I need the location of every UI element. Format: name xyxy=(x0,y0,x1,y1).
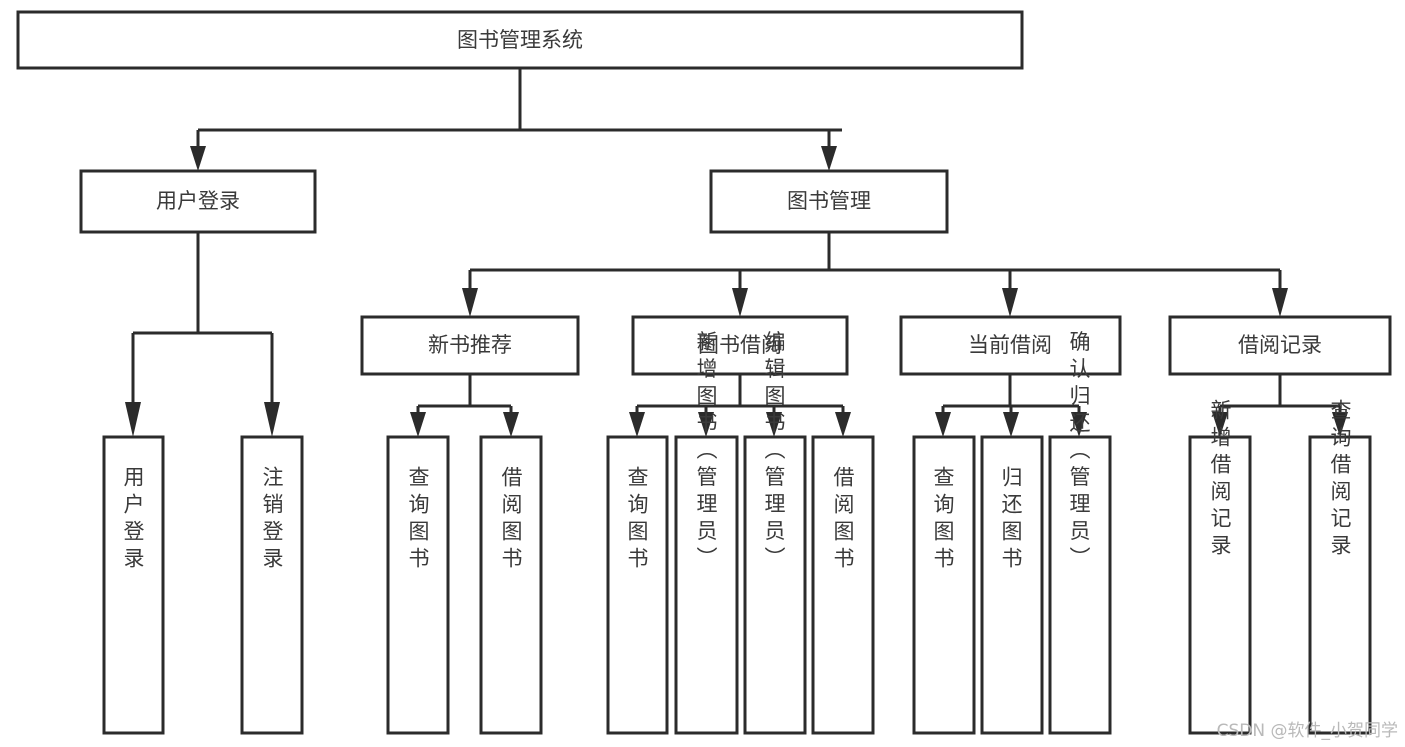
node-new-book-recommend-box[interactable] xyxy=(360,315,580,376)
node-leaf-add-borrow-record-label: 新增借阅记录 xyxy=(1208,399,1232,561)
node-leaf-query-book-3[interactable]: 查询图书 xyxy=(912,435,976,735)
arrow-head-leaf-borrow-book-2 xyxy=(835,412,851,437)
node-leaf-return-book-label: 归还图书 xyxy=(999,466,1023,574)
arrow-head-leaf-query-book-3 xyxy=(935,412,951,437)
node-leaf-query-book-1[interactable]: 查询图书 xyxy=(386,435,450,735)
arrow-head-book-management xyxy=(821,146,837,171)
node-leaf-user-login[interactable]: 用户登录 xyxy=(102,435,165,735)
node-leaf-borrow-book-1[interactable]: 借阅图书 xyxy=(479,435,543,735)
connector-layer xyxy=(125,68,1348,437)
node-leaf-query-book-1-box[interactable] xyxy=(386,435,450,735)
node-leaf-query-book-3-box[interactable] xyxy=(912,435,976,735)
watermark-label: CSDN @软件_小贺同学 xyxy=(1217,721,1398,741)
node-leaf-confirm-return-box[interactable] xyxy=(1048,435,1112,735)
node-new-book-recommend[interactable]: 新书推荐 xyxy=(360,315,580,376)
arrow-head-leaf-return-book xyxy=(1003,412,1019,437)
node-leaf-add-borrow-record-box[interactable] xyxy=(1188,435,1252,735)
node-root[interactable]: 图书管理系统 xyxy=(16,10,1024,70)
arrow-head-leaf-query-book-1 xyxy=(410,412,426,437)
node-leaf-borrow-book-2-label: 借阅图书 xyxy=(831,466,855,574)
arrow-head-leaf-edit-book xyxy=(766,412,782,437)
arrow-head-new-book-recommend xyxy=(462,288,478,317)
node-leaf-logout-login-box[interactable] xyxy=(240,435,304,735)
node-root-box[interactable] xyxy=(16,10,1024,70)
node-leaf-query-book-2-box[interactable] xyxy=(606,435,669,735)
node-leaf-user-login-label: 用户登录 xyxy=(121,466,145,574)
node-borrow-record-box[interactable] xyxy=(1168,315,1392,376)
node-leaf-edit-book-box[interactable] xyxy=(743,435,807,735)
node-book-management-box[interactable] xyxy=(709,169,949,234)
node-borrow-record[interactable]: 借阅记录 xyxy=(1168,315,1392,376)
node-user-login-box[interactable] xyxy=(79,169,317,234)
node-leaf-query-borrow-record-box[interactable] xyxy=(1308,435,1372,735)
node-leaf-add-book[interactable]: 新增图书（管理员） xyxy=(674,331,739,735)
node-root-label: 图书管理系统 xyxy=(457,28,583,52)
arrow-head-leaf-query-book-2 xyxy=(629,412,645,437)
node-leaf-add-book-label: 新增图书（管理员） xyxy=(694,331,718,574)
arrow-head-leaf-add-borrow-record xyxy=(1212,412,1228,437)
node-user-login[interactable]: 用户登录 xyxy=(79,169,317,234)
node-leaf-add-borrow-record[interactable]: 新增借阅记录 xyxy=(1188,399,1252,735)
node-leaf-edit-book-label: 编辑图书（管理员） xyxy=(762,331,786,574)
arrow-head-leaf-add-book xyxy=(698,412,714,437)
node-leaf-confirm-return[interactable]: 确认归还（管理员） xyxy=(1048,331,1112,735)
node-leaf-logout-login[interactable]: 注销登录 xyxy=(240,435,304,735)
node-leaf-add-book-box[interactable] xyxy=(674,435,739,735)
node-leaf-query-book-2-label: 查询图书 xyxy=(625,466,649,574)
arrow-head-borrow-record xyxy=(1272,288,1288,317)
node-leaf-query-borrow-record-label: 查询借阅记录 xyxy=(1328,399,1352,561)
node-borrow-record-label: 借阅记录 xyxy=(1238,333,1322,357)
node-leaf-borrow-book-1-box[interactable] xyxy=(479,435,543,735)
arrow-head-leaf-query-borrow-record xyxy=(1332,412,1348,437)
arrow-head-current-borrow xyxy=(1002,288,1018,317)
node-leaf-query-borrow-record[interactable]: 查询借阅记录 xyxy=(1308,399,1372,735)
arrow-head-user-login xyxy=(190,146,206,171)
node-new-book-recommend-label: 新书推荐 xyxy=(428,333,512,357)
node-user-login-label: 用户登录 xyxy=(156,189,240,213)
node-leaf-logout-login-label: 注销登录 xyxy=(260,466,284,574)
arrow-head-book-borrow xyxy=(732,288,748,317)
arrow-head-leaf-confirm-return xyxy=(1071,412,1087,437)
node-current-borrow-box[interactable] xyxy=(899,315,1122,376)
node-leaf-return-book[interactable]: 归还图书 xyxy=(980,435,1044,735)
node-leaf-query-book-3-label: 查询图书 xyxy=(931,466,955,574)
node-book-borrow-box[interactable] xyxy=(631,315,849,376)
node-book-management-label: 图书管理 xyxy=(787,189,871,213)
node-current-borrow-label: 当前借阅 xyxy=(968,333,1052,357)
arrow-head-leaf-logout-login xyxy=(264,402,280,437)
node-leaf-query-book-1-label: 查询图书 xyxy=(406,466,430,574)
node-leaf-return-book-box[interactable] xyxy=(980,435,1044,735)
node-current-borrow[interactable]: 当前借阅 xyxy=(899,315,1122,376)
node-leaf-edit-book[interactable]: 编辑图书（管理员） xyxy=(743,331,807,735)
node-leaf-confirm-return-label: 确认归还（管理员） xyxy=(1067,331,1091,574)
node-book-borrow-label: 图书借阅 xyxy=(698,333,782,357)
node-leaf-query-book-2[interactable]: 查询图书 xyxy=(606,435,669,735)
node-leaf-user-login-box[interactable] xyxy=(102,435,165,735)
node-book-borrow[interactable]: 图书借阅 xyxy=(631,315,849,376)
node-leaf-borrow-book-2-box[interactable] xyxy=(811,435,875,735)
node-book-management[interactable]: 图书管理 xyxy=(709,169,949,234)
node-leaf-borrow-book-2[interactable]: 借阅图书 xyxy=(811,435,875,735)
arrow-head-leaf-borrow-book-1 xyxy=(503,412,519,437)
arrow-head-leaf-user-login xyxy=(125,402,141,437)
node-leaf-borrow-book-1-label: 借阅图书 xyxy=(499,466,523,574)
